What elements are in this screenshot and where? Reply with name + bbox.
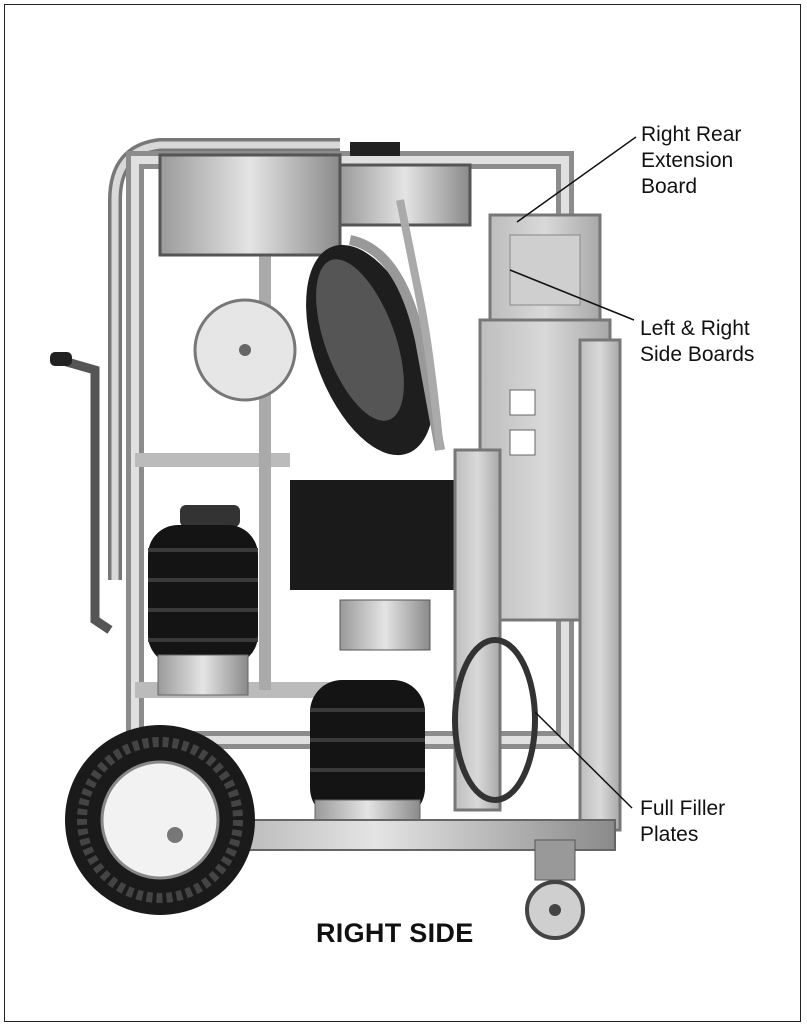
callout-line: Left & Right [640,317,750,340]
equipment-photo [50,138,622,940]
callout-line: Right Rear [641,123,742,146]
callout-line: Board [641,175,698,198]
callout-right-rear-extension-board: Right Rear Extension Board [641,122,741,200]
page-border [4,4,801,1022]
callout-line: Full Filler [640,797,726,820]
callout-full-filler-plates: Full Filler Plates [640,796,725,848]
callout-line: Extension [641,149,734,172]
callout-line: Side Boards [640,343,755,366]
figure-caption: RIGHT SIDE [316,918,474,948]
callout-side-boards: Left & Right Side Boards [640,316,754,368]
callout-line: Plates [640,823,699,846]
